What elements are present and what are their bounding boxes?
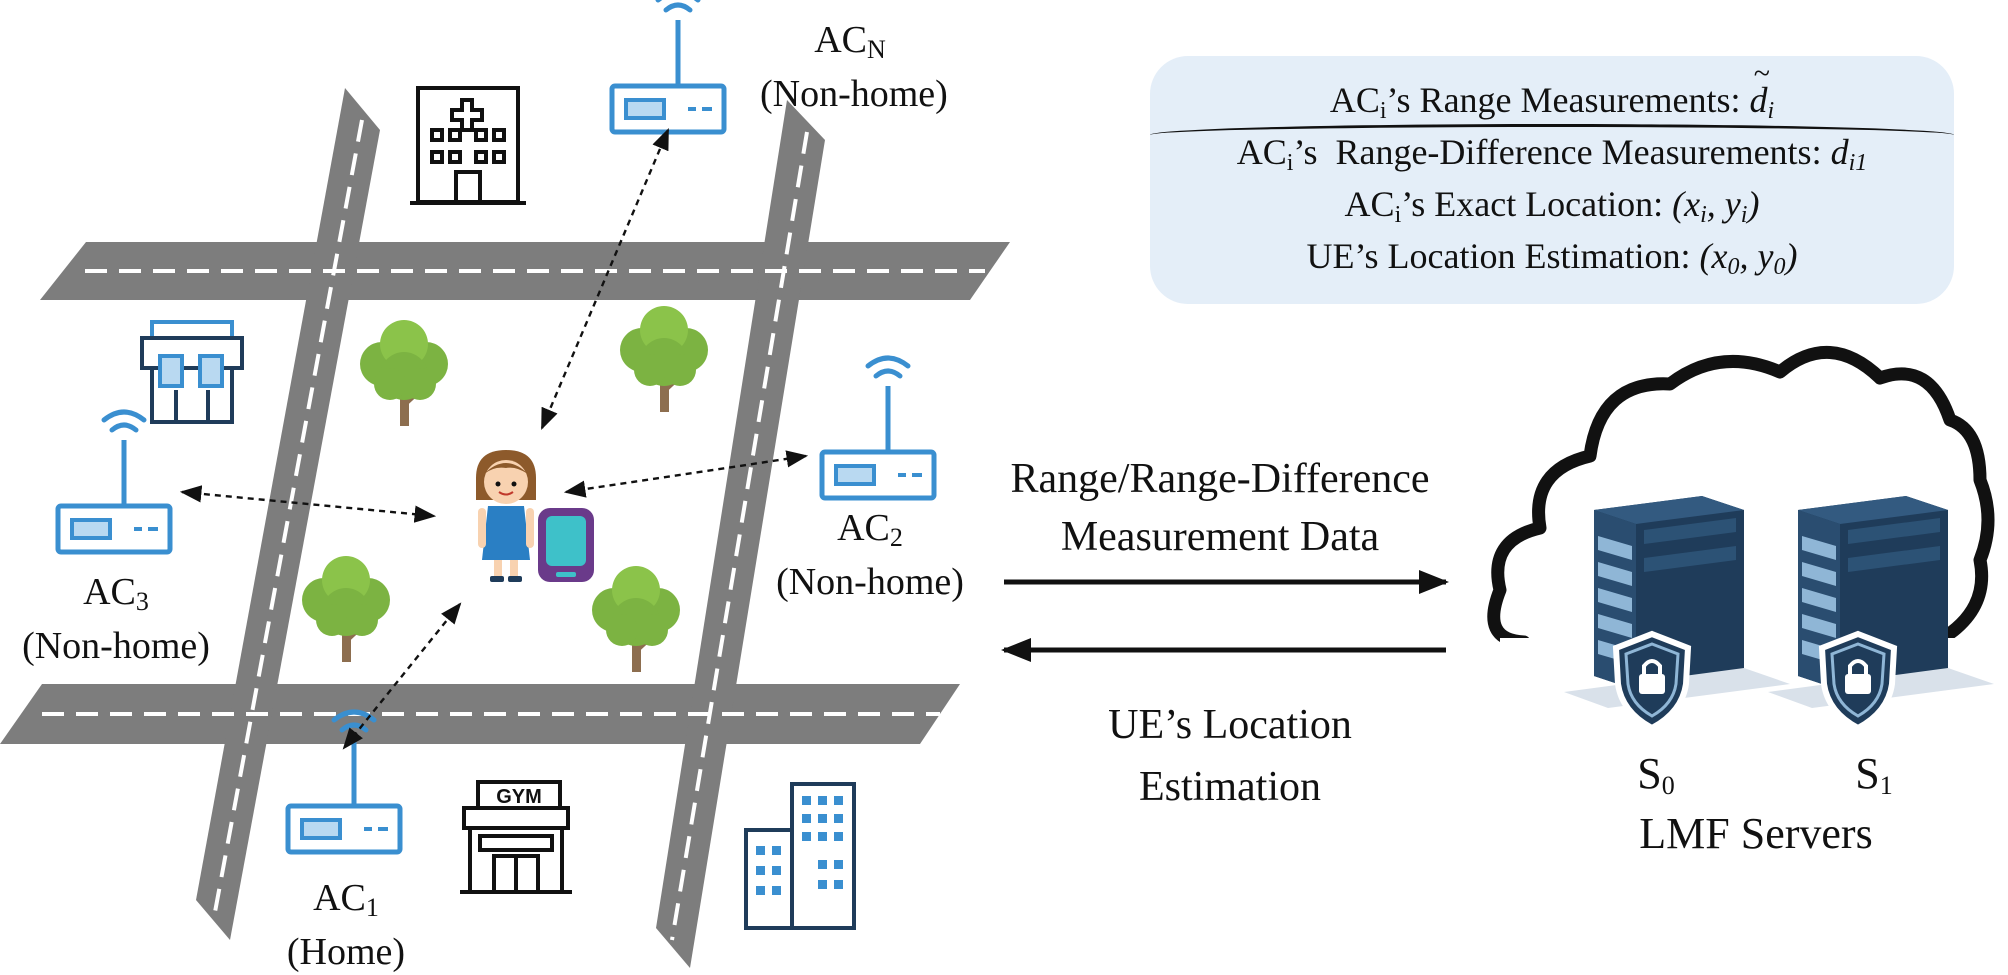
legend-math: , y xyxy=(1739,236,1774,276)
shield-lock-icon xyxy=(1616,634,1688,728)
router-icon-ac3 xyxy=(58,412,170,552)
upload-label-line: Range/Range-Difference xyxy=(1010,456,1430,502)
legend-text: ’s Range-Difference Measurements: xyxy=(1293,132,1831,172)
label-s0: S0 xyxy=(1606,752,1706,808)
legend-text: AC xyxy=(1329,80,1380,120)
legend-math-sub: i1 xyxy=(1848,150,1868,176)
office-building-icon xyxy=(744,782,856,930)
legend-text: AC xyxy=(1344,184,1395,224)
gym-sign: GYM xyxy=(496,786,542,808)
legend-math: , y xyxy=(1706,184,1741,224)
link-ue-ac1 xyxy=(342,602,462,750)
legend-sub: i xyxy=(1286,150,1294,176)
shield-lock-icon xyxy=(1822,634,1894,728)
ac-role: (Non-home) xyxy=(776,561,964,603)
legend-math-sub: i xyxy=(1740,202,1748,228)
server-sub: 0 xyxy=(1661,771,1675,800)
legend-math: ) xyxy=(1747,184,1760,224)
upload-label: Range/Range-Difference Measurement Data xyxy=(960,450,1480,566)
ac-sub: 2 xyxy=(889,523,903,552)
legend-math: d xyxy=(1830,132,1849,172)
tree-icon xyxy=(592,566,680,672)
legend-math: (x xyxy=(1672,184,1701,224)
download-label-line: UE’s Location xyxy=(1108,702,1352,748)
ac-name: AC xyxy=(83,571,136,613)
legend-math: (x xyxy=(1699,236,1728,276)
legend-box: ACi’s Range Measurements: di ACi’s Range… xyxy=(1150,52,1954,304)
legend-sub: i xyxy=(1394,202,1402,228)
road-right xyxy=(656,100,825,968)
label-acn: ACN (Non-home) xyxy=(760,18,948,116)
user-girl-icon xyxy=(476,450,536,582)
link-ue-acn xyxy=(540,128,670,430)
road-top xyxy=(40,242,1010,300)
server-name: S xyxy=(1855,749,1880,798)
legend-ue-location-estimation: UE’s Location Estimation: (x0, y0) xyxy=(1150,234,1954,289)
ac-role: (Non-home) xyxy=(22,625,210,667)
smartphone-icon xyxy=(538,508,594,582)
label-ac3: AC3 (Non-home) xyxy=(0,570,232,668)
ac-role: (Non-home) xyxy=(760,73,948,115)
tree-icon xyxy=(302,556,390,662)
label-ac2: AC2 (Non-home) xyxy=(760,506,980,604)
link-ue-ac3 xyxy=(179,485,437,523)
legend-math: d xyxy=(1749,80,1768,120)
ac-name: AC xyxy=(837,507,890,549)
legend-range-difference-measurements: ACi’s Range-Difference Measurements: di1 xyxy=(1150,130,1954,185)
legend-text: AC xyxy=(1236,132,1287,172)
ac-sub: N xyxy=(867,35,886,64)
legend-math-sub: i xyxy=(1700,202,1707,228)
lmf-servers-caption: LMF Servers xyxy=(1639,809,1873,858)
legend-text: UE’s Location Estimation: xyxy=(1306,236,1700,276)
tree-icon xyxy=(620,306,708,412)
ac-role: (Home) xyxy=(286,931,406,973)
label-s1: S1 xyxy=(1824,752,1924,808)
ac-name: AC xyxy=(814,19,867,61)
legend-math-sub: 0 xyxy=(1773,254,1786,280)
legend-sub: i xyxy=(1379,98,1387,124)
router-icon-acn xyxy=(612,0,724,132)
ac-sub: 1 xyxy=(365,893,379,922)
tree-icon xyxy=(360,320,448,426)
legend-exact-location: ACi’s Exact Location: (xi, yi) xyxy=(1150,182,1954,237)
legend-math-sub: i xyxy=(1767,98,1775,124)
upload-label-line: Measurement Data xyxy=(1060,514,1380,560)
legend-text: ’s Exact Location: xyxy=(1401,184,1673,224)
legend-math: ) xyxy=(1785,236,1798,276)
shop-icon xyxy=(140,320,244,424)
server-sub: 1 xyxy=(1879,771,1893,800)
download-label-line: Estimation xyxy=(1139,764,1321,810)
legend-math-sub: 0 xyxy=(1727,254,1740,280)
legend-text: ’s Range Measurements: xyxy=(1386,80,1750,120)
router-icon-ac2 xyxy=(822,358,934,498)
download-label: UE’s Location Estimation xyxy=(1000,694,1460,818)
ac-sub: 3 xyxy=(135,587,149,616)
gym-icon xyxy=(460,780,572,894)
legend-range-measurements: ACi’s Range Measurements: di xyxy=(1150,52,1954,133)
hospital-icon xyxy=(410,86,526,205)
link-ue-ac2 xyxy=(563,450,809,498)
label-ac1: AC1 (Home) xyxy=(256,876,436,974)
ac-name: AC xyxy=(313,877,366,919)
server-name: S xyxy=(1637,749,1662,798)
